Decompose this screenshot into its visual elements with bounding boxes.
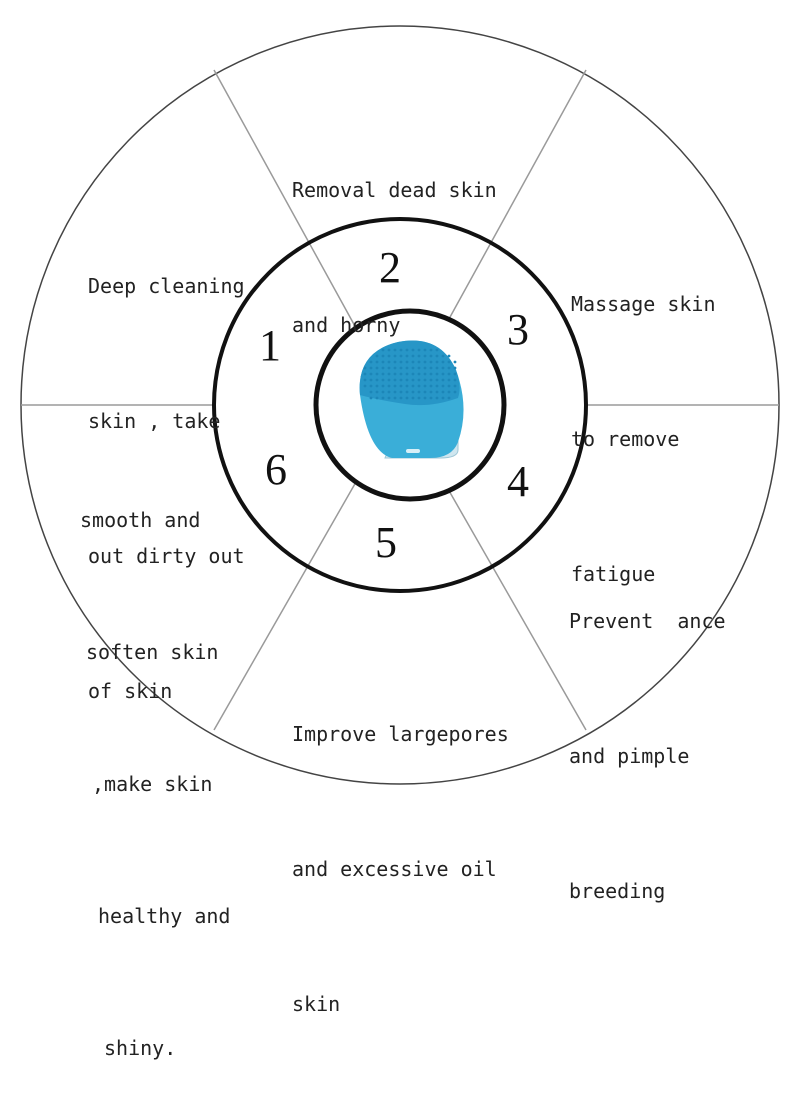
divider-upper-right [443, 69, 587, 329]
divider-lower-right [443, 481, 587, 731]
divider-lower-left [213, 481, 357, 731]
feature-text-3: Massage skin to remove fatigue [571, 292, 716, 586]
middle-ring [212, 217, 588, 593]
segment-number-6: 6 [265, 445, 287, 494]
divider-upper-left [213, 69, 357, 329]
feature-text-1: Deep cleaning skin , take out dirty out … [88, 274, 245, 703]
segment-number-1: 1 [259, 321, 281, 370]
feature-text-2: Removal dead skin and horny [292, 178, 497, 337]
feature-text-6: smooth and soften skin ,make skin health… [80, 508, 231, 1060]
segment-number-5: 5 [375, 518, 397, 567]
segment-number-4: 4 [507, 457, 529, 506]
feature-text-4: Prevent ance and pimple breeding [569, 609, 726, 903]
segment-number-2: 2 [379, 243, 401, 292]
facial-cleansing-brush-icon [359, 340, 464, 459]
segment-number-3: 3 [507, 305, 529, 354]
feature-wheel [20, 25, 780, 785]
feature-text-5: Improve largepores and excessive oil ski… [292, 722, 509, 1016]
